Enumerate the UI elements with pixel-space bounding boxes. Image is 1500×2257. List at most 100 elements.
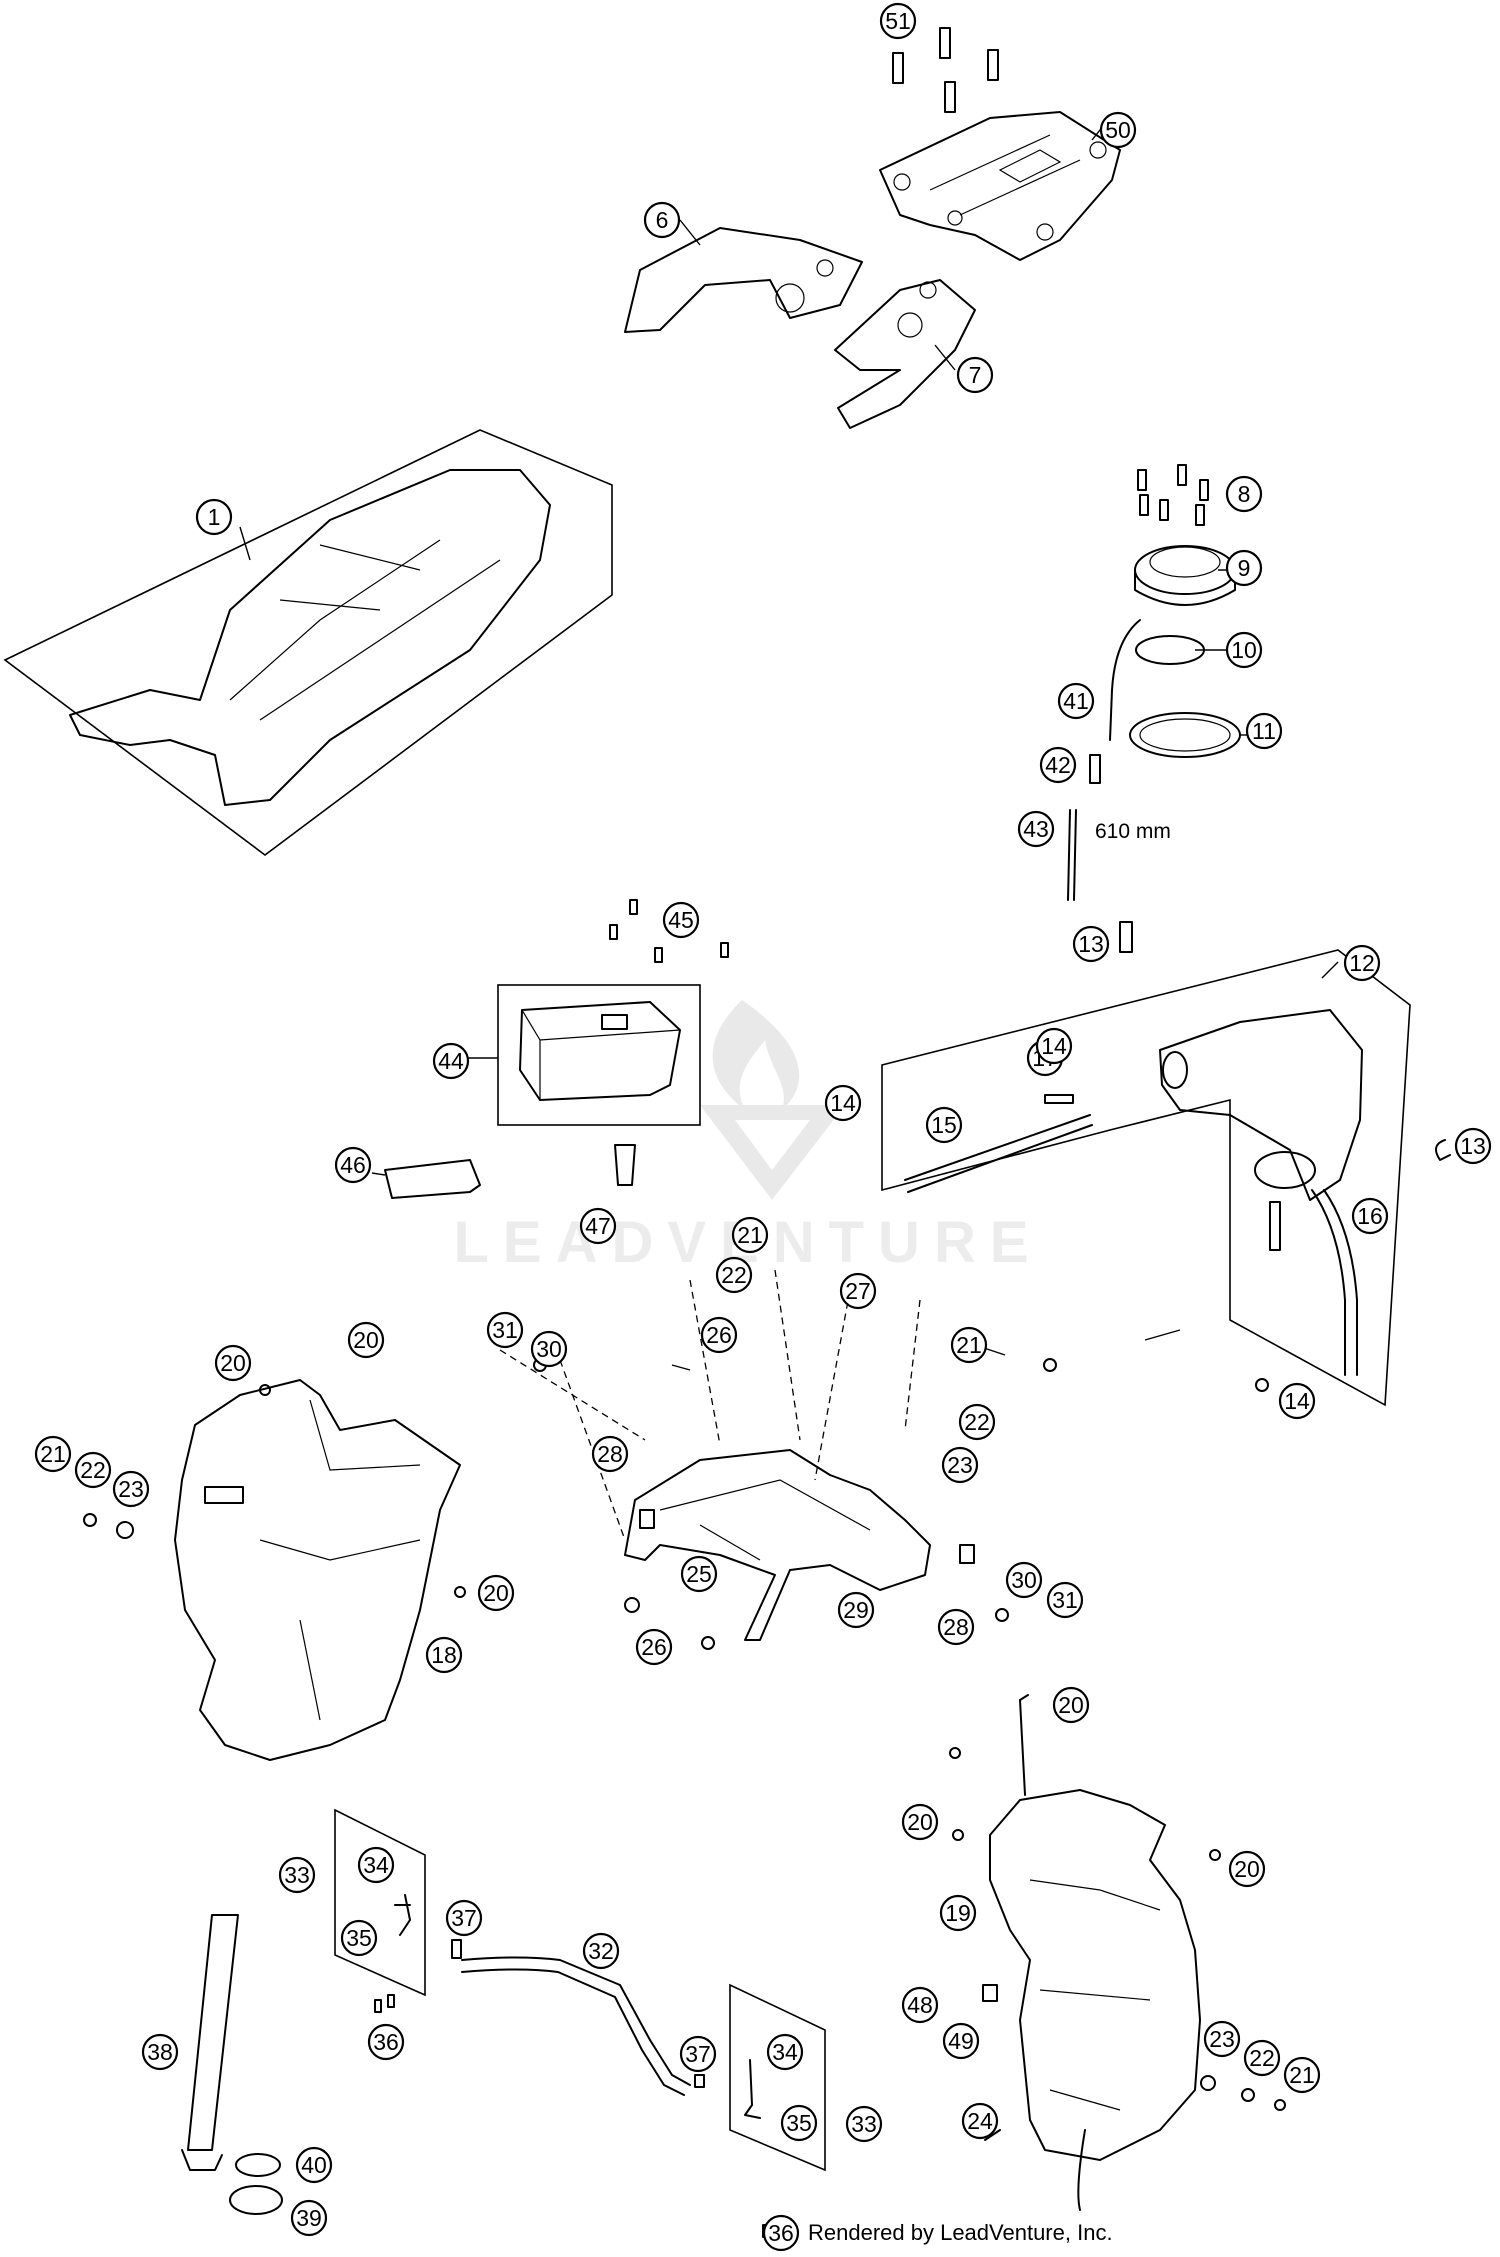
callout-34-right: 34	[766, 2033, 804, 2071]
callout-22-right: 22	[958, 1403, 996, 1441]
svg-text:41: 41	[1063, 688, 1089, 714]
filler-tube-38	[187, 1914, 239, 2151]
gasket-10	[1135, 635, 1205, 665]
callout-20-c: 20	[477, 1574, 515, 1612]
callout-20-e: 20	[901, 1803, 939, 1841]
callout-14-b: 14	[824, 1084, 862, 1122]
seat-kit-box	[3, 429, 613, 856]
callout-1: 1	[195, 498, 233, 536]
svg-text:26: 26	[641, 1634, 667, 1660]
connector-47	[614, 1144, 636, 1186]
callout-7: 7	[956, 356, 994, 394]
callout-14-c: 14	[1278, 1382, 1316, 1420]
callout-9: 9	[1225, 549, 1263, 587]
callout-31-left: 31	[486, 1311, 524, 1349]
svg-text:21: 21	[40, 1441, 66, 1467]
callout-51: 51	[879, 2, 917, 40]
callout-16: 16	[1351, 1197, 1389, 1235]
callout-36-right: 36	[762, 2214, 800, 2252]
svg-text:28: 28	[597, 1441, 623, 1467]
svg-text:24: 24	[967, 2108, 993, 2134]
footer-credit: Rendered by LeadVenture, Inc.	[808, 2220, 1113, 2245]
svg-text:21: 21	[1289, 2062, 1315, 2088]
svg-text:18: 18	[431, 1642, 457, 1668]
svg-text:34: 34	[363, 1852, 389, 1878]
callout-43: 43	[1017, 810, 1055, 848]
svg-text:43: 43	[1023, 816, 1049, 842]
svg-text:21: 21	[737, 1222, 763, 1248]
svg-text:31: 31	[492, 1317, 518, 1343]
hose-43	[1067, 809, 1077, 901]
svg-text:36: 36	[373, 2029, 399, 2055]
svg-text:30: 30	[536, 1336, 562, 1362]
svg-text:37: 37	[451, 1905, 477, 1931]
callout-33-right: 33	[845, 2105, 883, 2143]
callout-23-left: 23	[112, 1470, 150, 1508]
svg-text:32: 32	[588, 1938, 614, 1964]
callout-21-right-bottom: 21	[1283, 2056, 1321, 2094]
svg-text:27: 27	[845, 1278, 871, 1304]
hose-16	[1311, 1189, 1358, 1376]
fuel-pump-kit-box-right	[729, 1983, 826, 2172]
callout-46: 46	[334, 1146, 372, 1184]
callout-19: 19	[939, 1894, 977, 1932]
svg-text:36: 36	[768, 2220, 794, 2246]
clip-13-top	[1119, 921, 1133, 953]
callout-39: 39	[290, 2199, 328, 2237]
callout-33-left: 33	[278, 1856, 316, 1894]
callout-35-right: 35	[780, 2104, 818, 2142]
callout-22-left: 22	[74, 1451, 112, 1489]
svg-text:50: 50	[1105, 117, 1131, 143]
callout-24: 24	[961, 2102, 999, 2140]
callout-6: 6	[643, 201, 681, 239]
svg-text:20: 20	[907, 1809, 933, 1835]
callout-27: 27	[839, 1272, 877, 1310]
svg-text:42: 42	[1045, 752, 1071, 778]
callout-26-bottom: 26	[635, 1628, 673, 1666]
callout-21-left: 21	[34, 1435, 72, 1473]
svg-text:35: 35	[346, 1925, 372, 1951]
callout-30-right: 30	[1005, 1561, 1043, 1599]
svg-text:37: 37	[685, 2041, 711, 2067]
hose-length-label: 610 mm	[1095, 820, 1171, 843]
fuel-pump-35-left	[394, 1894, 411, 1936]
callout-11: 11	[1245, 712, 1283, 750]
callout-23-right: 23	[941, 1446, 979, 1484]
subframe-25	[624, 1449, 931, 1641]
svg-text:30: 30	[1011, 1567, 1037, 1593]
svg-text:10: 10	[1231, 637, 1257, 663]
svg-text:16: 16	[1357, 1203, 1383, 1229]
storage-kit-box	[497, 984, 701, 1126]
svg-text:14: 14	[1284, 1388, 1310, 1414]
callout-38: 38	[141, 2033, 179, 2071]
left-tank-18	[174, 1379, 461, 1761]
screw-group-51	[892, 27, 999, 113]
svg-text:20: 20	[1234, 1856, 1260, 1882]
svg-text:20: 20	[220, 1350, 246, 1376]
svg-text:33: 33	[284, 1862, 310, 1888]
hose-15	[904, 1114, 1093, 1193]
callout-42: 42	[1039, 746, 1077, 784]
cover-46	[384, 1159, 481, 1199]
svg-text:22: 22	[721, 1262, 747, 1288]
clip-13-right	[1435, 1139, 1451, 1161]
svg-text:38: 38	[147, 2039, 173, 2065]
svg-text:47: 47	[585, 1213, 611, 1239]
right-tank-19	[989, 1789, 1201, 2161]
callout-13-top: 13	[1072, 925, 1110, 963]
svg-text:35: 35	[786, 2110, 812, 2136]
svg-text:21: 21	[956, 1332, 982, 1358]
rack-plate-50	[879, 111, 1121, 261]
callout-44: 44	[432, 1042, 470, 1080]
callout-12: 12	[1343, 944, 1381, 982]
callout-20-d: 20	[1052, 1686, 1090, 1724]
callout-13-right: 13	[1454, 1127, 1492, 1165]
callout-37-right: 37	[679, 2035, 717, 2073]
callout-36-left: 36	[367, 2023, 405, 2061]
seal-40	[235, 2153, 281, 2177]
callout-45: 45	[662, 901, 700, 939]
callout-34-left: 34	[357, 1846, 395, 1884]
callout-28-right: 28	[937, 1608, 975, 1646]
fuel-pump-kit-box-left	[334, 1808, 426, 1997]
svg-text:15: 15	[931, 1112, 957, 1138]
